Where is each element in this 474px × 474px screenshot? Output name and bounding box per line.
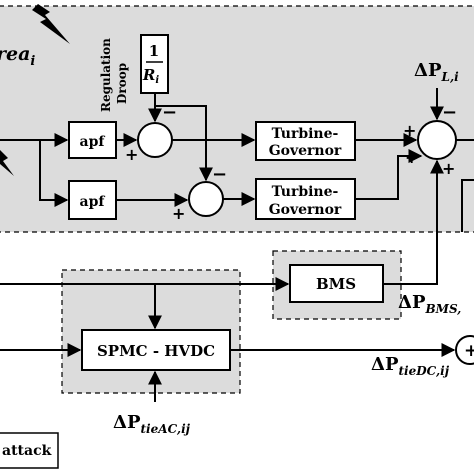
bms-label: BMS bbox=[316, 275, 356, 293]
sign-plus-turbine-bottom: + bbox=[405, 148, 418, 167]
turbine-top-line1: Turbine- bbox=[272, 126, 339, 142]
sign-plus-turbine-top: + bbox=[403, 121, 416, 140]
sign-plus-apf-top: + bbox=[125, 145, 138, 164]
sign-plus-bms: + bbox=[442, 159, 455, 178]
bms-block bbox=[289, 264, 384, 303]
label-p-tie-dc: ΔPtieDC,ij bbox=[371, 354, 450, 378]
regulation-droop-label: Regulation Droop bbox=[99, 38, 129, 112]
droop-numerator: 1 bbox=[149, 42, 159, 60]
sum-junction-bottom bbox=[188, 181, 224, 217]
turbine-bottom-line1: Turbine- bbox=[272, 184, 339, 200]
sign-minus-droop-bottom: − bbox=[212, 164, 227, 185]
apf-top-block bbox=[68, 121, 117, 159]
spmc-hvdc-block bbox=[81, 329, 231, 371]
turbine-governor-bottom-block bbox=[255, 178, 356, 220]
sign-plus-tie: + bbox=[464, 341, 474, 361]
turbine-top-line2: Governor bbox=[269, 143, 342, 159]
apf-bottom-label: apf bbox=[80, 194, 106, 210]
area-label: reai bbox=[0, 43, 35, 69]
label-p-tie-ac: ΔPtieAC,ij bbox=[113, 412, 191, 436]
sign-minus-droop-top: − bbox=[162, 102, 177, 123]
lightning-bolt-small-icon bbox=[0, 150, 14, 176]
attack-legend-label: attack bbox=[2, 443, 52, 459]
turbine-governor-top-block bbox=[255, 121, 356, 161]
sum-junction-tie bbox=[455, 335, 474, 365]
sign-plus-apf-bottom: + bbox=[172, 204, 185, 223]
turbine-bottom-line2: Governor bbox=[269, 202, 342, 218]
sum-junction-top bbox=[137, 122, 173, 158]
droop-denominator: Ri bbox=[142, 66, 159, 86]
svg-text:Droop: Droop bbox=[115, 63, 129, 104]
sign-minus-load: − bbox=[442, 102, 457, 123]
apf-top-label: apf bbox=[80, 134, 106, 150]
attack-legend-box bbox=[0, 432, 59, 469]
lightning-bolt-icon bbox=[32, 4, 70, 44]
sum-junction-main bbox=[417, 120, 457, 160]
label-p-load: ΔPL,i bbox=[414, 60, 459, 84]
svg-text:Regulation: Regulation bbox=[99, 38, 113, 112]
spmc-hvdc-label: SPMC - HVDC bbox=[97, 342, 215, 360]
label-p-bms: ΔPBMS, bbox=[398, 292, 461, 316]
